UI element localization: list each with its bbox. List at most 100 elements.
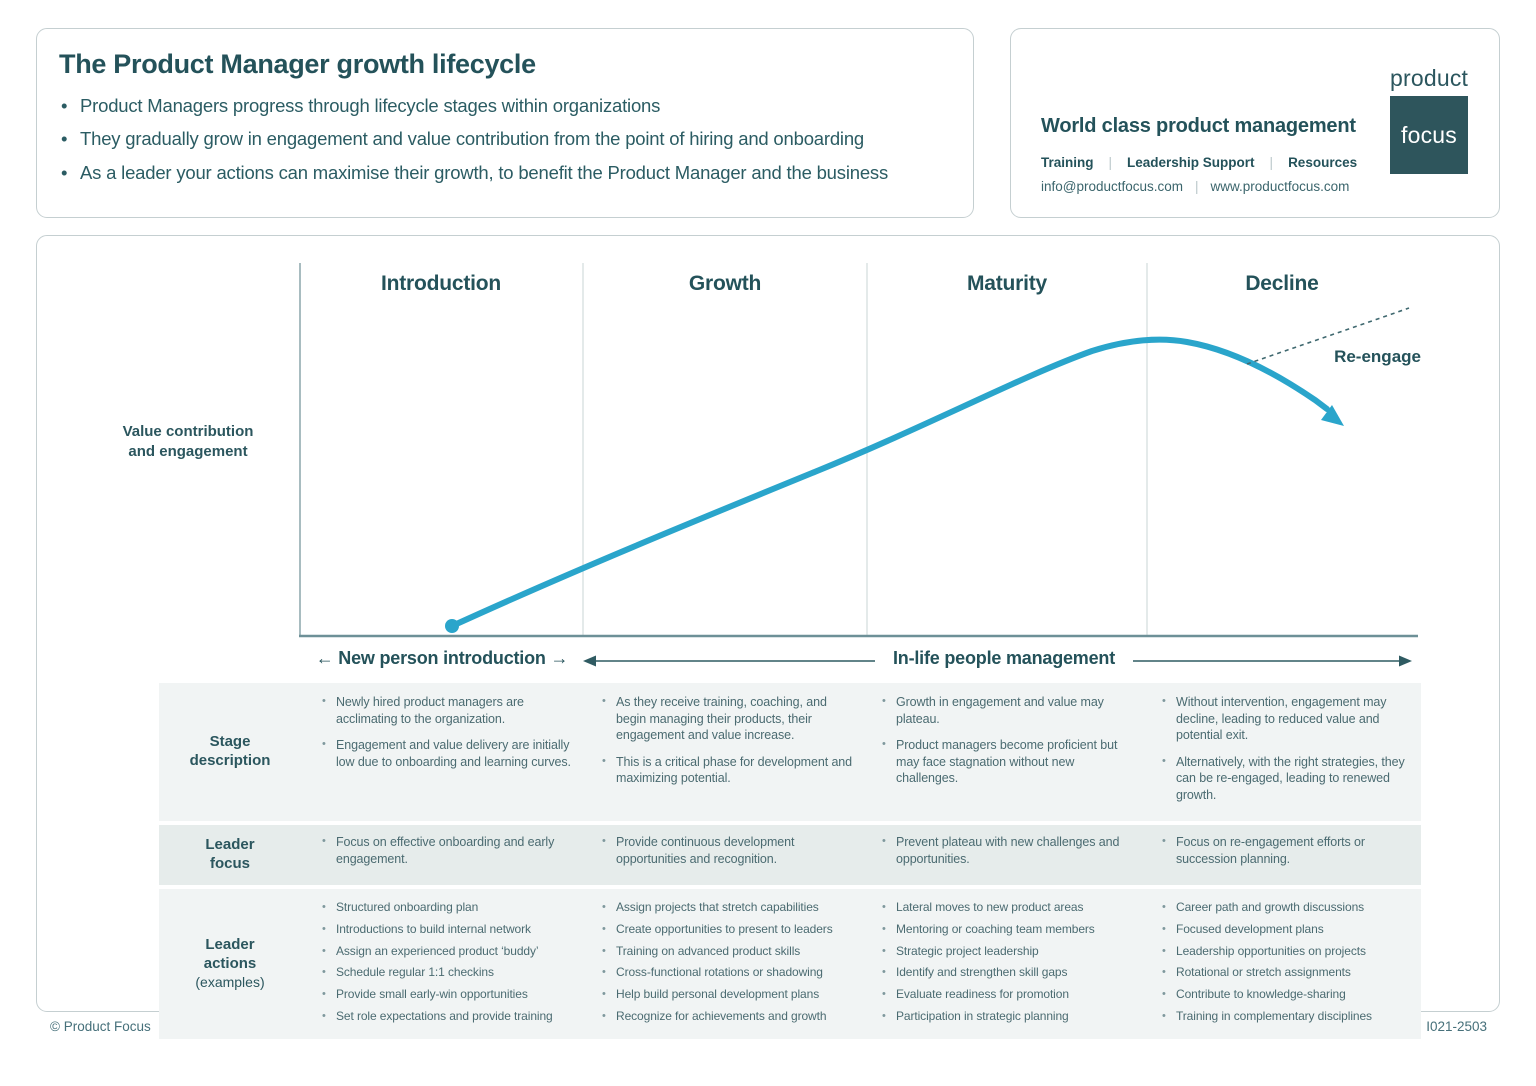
product-focus-logo: product focus xyxy=(1390,65,1468,174)
cell-stage-description-growth: As they receive training, coaching, and … xyxy=(581,683,861,821)
table-bullet: Focused development plans xyxy=(1161,922,1417,938)
stage-label-decline: Decline xyxy=(1245,272,1319,295)
title-panel: The Product Manager growth lifecycle Pro… xyxy=(36,28,974,218)
stage-label-maturity: Maturity xyxy=(966,272,1048,295)
table-bullet: Engagement and value delivery are initia… xyxy=(321,737,577,770)
brand-contact: info@productfocus.com | www.productfocus… xyxy=(1041,179,1357,194)
table-bullet: Training in complementary disciplines xyxy=(1161,1009,1417,1025)
cell-leader-actions-growth: Assign projects that stretch capabilitie… xyxy=(581,889,861,1039)
row-header-label: Stage description xyxy=(189,733,271,769)
cell-stage-description-maturity: Growth in engagement and value may plate… xyxy=(861,683,1141,821)
table-bullet: Focus on re-engagement efforts or succes… xyxy=(1161,834,1417,867)
table-bullet: Recognize for achievements and growth xyxy=(601,1009,857,1025)
logo-word-product: product xyxy=(1390,65,1469,91)
table-bullet: Cross-functional rotations or shadowing xyxy=(601,965,857,981)
row-header-sublabel: (examples) xyxy=(195,973,265,990)
table-bullet: Product managers become proficient but m… xyxy=(881,737,1137,787)
logo-word-focus: focus xyxy=(1401,121,1457,148)
table-bullet: Assign projects that stretch capabilitie… xyxy=(601,900,857,916)
lifecycle-curve xyxy=(449,336,1330,629)
contact-email-link[interactable]: info@productfocus.com xyxy=(1041,179,1184,194)
table-bullet: Set role expectations and provide traini… xyxy=(321,1009,577,1025)
cell-leader-focus-growth: Provide continuous development opportuni… xyxy=(581,825,861,885)
table-bullet: Lateral moves to new product areas xyxy=(881,900,1137,916)
brand-text: World class product management Training … xyxy=(1041,115,1357,194)
title-bullet-list: Product Managers progress through lifecy… xyxy=(59,95,951,184)
stage-label-growth: Growth xyxy=(688,272,762,295)
y-axis-label-line2: and engagement xyxy=(128,443,248,461)
table-bullet: Provide continuous development opportuni… xyxy=(601,834,857,867)
document-reference: I021-2503 xyxy=(1426,1019,1487,1034)
table-bullet: Focus on effective onboarding and early … xyxy=(321,834,577,867)
table-bullet: Participation in strategic planning xyxy=(881,1009,1137,1025)
table-bullet: Introductions to build internal network xyxy=(321,922,577,938)
table-bullet: Contribute to knowledge-sharing xyxy=(1161,987,1417,1003)
cell-leader-actions-introduction: Structured onboarding plan Introductions… xyxy=(301,889,581,1039)
row-header-label: Leader actions xyxy=(203,936,257,973)
row-header-label: Leader focus xyxy=(205,836,255,872)
table-bullet: Identify and strengthen skill gaps xyxy=(881,965,1137,981)
brand-panel: World class product management Training … xyxy=(1010,28,1500,218)
row-header-leader-focus: Leader focus xyxy=(159,825,301,885)
table-bullet: Evaluate readiness for promotion xyxy=(881,987,1137,1003)
cell-leader-actions-maturity: Lateral moves to new product areas Mento… xyxy=(861,889,1141,1039)
table-bullet: Growth in engagement and value may plate… xyxy=(881,694,1137,727)
lifecycle-chart-canvas xyxy=(299,263,1418,667)
lifecycle-panel: Introduction Growth Maturity Decline Val… xyxy=(36,235,1500,1039)
nav-item-training[interactable]: Training xyxy=(1041,155,1094,170)
nav-separator: | xyxy=(1269,155,1274,170)
stage-table: Stage description Newly hired product ma… xyxy=(159,683,1421,1039)
table-bullet: Strategic project leadership xyxy=(881,944,1137,960)
cell-leader-focus-decline: Focus on re-engagement efforts or succes… xyxy=(1141,825,1421,885)
row-header-leader-actions: Leader actions (examples) xyxy=(159,889,301,1039)
table-bullet: Rotational or stretch assignments xyxy=(1161,965,1417,981)
cell-stage-description-decline: Without intervention, engagement may dec… xyxy=(1141,683,1421,821)
table-bullet: Without intervention, engagement may dec… xyxy=(1161,694,1417,744)
y-axis-label: Value contribution and engagement xyxy=(98,422,278,463)
logo-square: focus xyxy=(1390,96,1468,174)
table-bullet: Leadership opportunities on projects xyxy=(1161,944,1417,960)
re-engage-dashed-line xyxy=(1246,307,1410,365)
table-bullet: Alternatively, with the right strategies… xyxy=(1161,754,1417,804)
cell-leader-focus-introduction: Focus on effective onboarding and early … xyxy=(301,825,581,885)
title-bullet: They gradually grow in engagement and va… xyxy=(59,128,951,150)
new-person-introduction-caption: ← New person introduction → xyxy=(315,648,569,668)
cell-leader-focus-maturity: Prevent plateau with new challenges and … xyxy=(861,825,1141,885)
re-engage-label: Re-engage xyxy=(1334,347,1421,366)
curve-arrowhead xyxy=(1321,405,1344,426)
table-row-stage-description: Stage description Newly hired product ma… xyxy=(159,683,1421,821)
contact-website-link[interactable]: www.productfocus.com xyxy=(1210,179,1350,194)
arrow-right-icon xyxy=(1399,655,1412,667)
table-bullet: Create opportunities to present to leade… xyxy=(601,922,857,938)
contact-separator: | xyxy=(1195,179,1199,194)
page-footer: © Product Focus I021-2503 xyxy=(50,1019,1487,1034)
stage-label-introduction: Introduction xyxy=(380,272,502,295)
row-header-stage-description: Stage description xyxy=(159,683,301,821)
nav-item-leadership-support[interactable]: Leadership Support xyxy=(1127,155,1255,170)
y-axis-label-line1: Value contribution xyxy=(122,423,254,440)
nav-separator: | xyxy=(1108,155,1113,170)
table-bullet: Prevent plateau with new challenges and … xyxy=(881,834,1137,867)
table-bullet: Structured onboarding plan xyxy=(321,900,577,916)
table-row-leader-focus: Leader focus Focus on effective onboardi… xyxy=(159,825,1421,885)
cell-leader-actions-decline: Career path and growth discussions Focus… xyxy=(1141,889,1421,1039)
nav-item-resources[interactable]: Resources xyxy=(1288,155,1358,170)
table-row-leader-actions: Leader actions (examples) Structured onb… xyxy=(159,889,1421,1039)
table-bullet: This is a critical phase for development… xyxy=(601,754,857,787)
table-bullet: Provide small early-win opportunities xyxy=(321,987,577,1003)
brand-tagline: World class product management xyxy=(1041,115,1356,137)
copyright-text: © Product Focus xyxy=(50,1019,151,1034)
cell-stage-description-introduction: Newly hired product managers are acclima… xyxy=(301,683,581,821)
page-title: The Product Manager growth lifecycle xyxy=(59,49,536,79)
table-bullet: Newly hired product managers are acclima… xyxy=(321,694,577,727)
brand-nav: Training | Leadership Support | Resource… xyxy=(1041,155,1357,170)
table-bullet: Training on advanced product skills xyxy=(601,944,857,960)
table-bullet: Help build personal development plans xyxy=(601,987,857,1003)
table-bullet: Mentoring or coaching team members xyxy=(881,922,1137,938)
table-bullet: Schedule regular 1:1 checkins xyxy=(321,965,577,981)
arrow-left-icon xyxy=(583,655,596,667)
table-bullet: Assign an experienced product ‘buddy’ xyxy=(321,944,577,960)
title-bullet: As a leader your actions can maximise th… xyxy=(59,162,951,184)
in-life-people-management-caption: In-life people management xyxy=(892,648,1116,668)
